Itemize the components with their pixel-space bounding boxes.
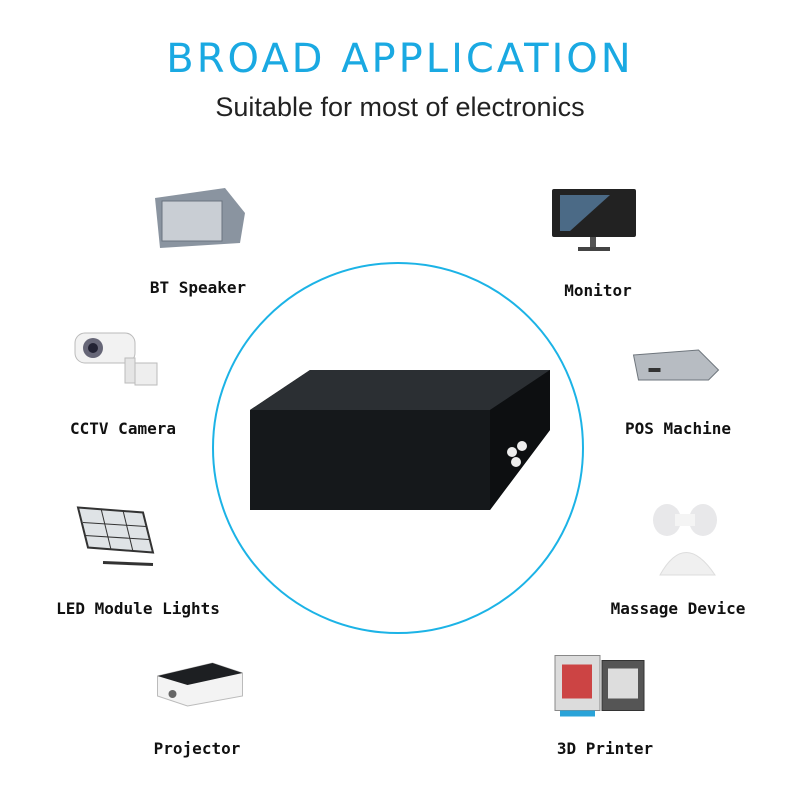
page-title: BROAD APPLICATION (166, 36, 634, 82)
led-lights-icon (76, 506, 155, 566)
page-subtitle: Suitable for most of electronics (215, 92, 585, 122)
label-3d-printer: 3D Printer (556, 739, 654, 758)
label-bt-speaker: BT Speaker (149, 278, 247, 297)
speaker-icon (155, 188, 245, 248)
massage-device-icon (653, 504, 717, 576)
label-massage-device: Massage Device (610, 599, 746, 618)
cctv-camera-icon (74, 332, 158, 386)
label-monitor: Monitor (564, 281, 632, 300)
projector-icon (157, 662, 243, 707)
label-pos-machine: POS Machine (625, 419, 731, 438)
label-projector: Projector (153, 739, 241, 758)
monitor-icon (552, 189, 636, 251)
highlight-ring (212, 262, 584, 634)
3d-printer-icon (554, 655, 645, 717)
pos-machine-icon (632, 349, 720, 381)
label-led-module-lights: LED Module Lights (56, 599, 220, 618)
label-cctv-camera: CCTV Camera (70, 419, 176, 438)
power-adapter-image (250, 370, 550, 510)
